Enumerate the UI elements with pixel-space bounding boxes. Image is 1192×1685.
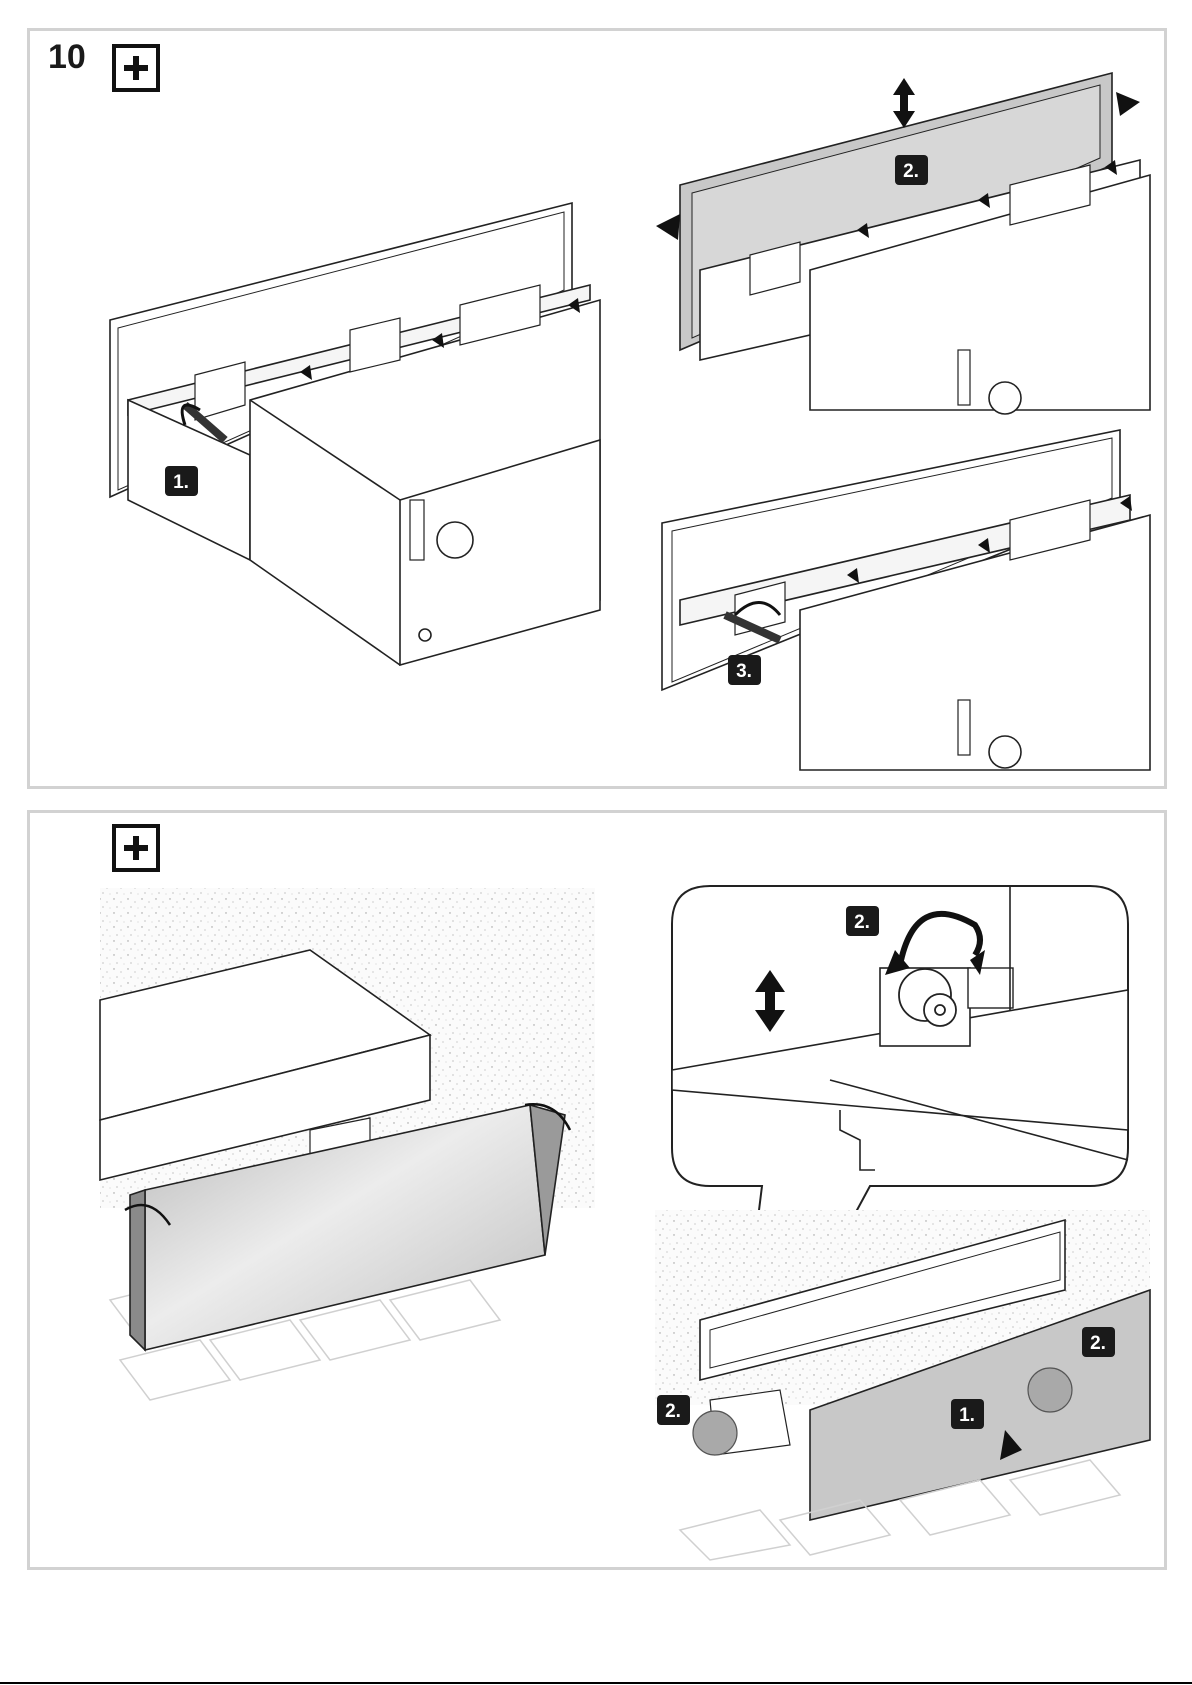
- cabinet-step1-illustration: [110, 203, 600, 665]
- step-badge: 1.: [951, 1399, 984, 1429]
- step-badge: 3.: [728, 655, 761, 685]
- badge-label: 2.: [1090, 1333, 1106, 1354]
- badge-label: 2.: [665, 1401, 681, 1422]
- badge-label: 1.: [173, 472, 189, 493]
- step-badge: 2.: [657, 1395, 690, 1425]
- step-badge: 1.: [165, 466, 198, 496]
- badge-label: 2.: [903, 161, 919, 182]
- badge-label: 1.: [959, 1405, 975, 1426]
- badge-label: 2.: [854, 912, 870, 933]
- cabinet-step3-illustration: [662, 430, 1150, 770]
- cabinet-step2-illustration: [680, 73, 1150, 414]
- step-badge: 2.: [895, 155, 928, 185]
- footer-rule: [0, 1682, 1192, 1684]
- step-badge: 2.: [846, 906, 879, 936]
- cabinet-final-illustration: [655, 1210, 1150, 1520]
- step-badge: 2.: [1082, 1327, 1115, 1357]
- badge-label: 3.: [736, 661, 752, 682]
